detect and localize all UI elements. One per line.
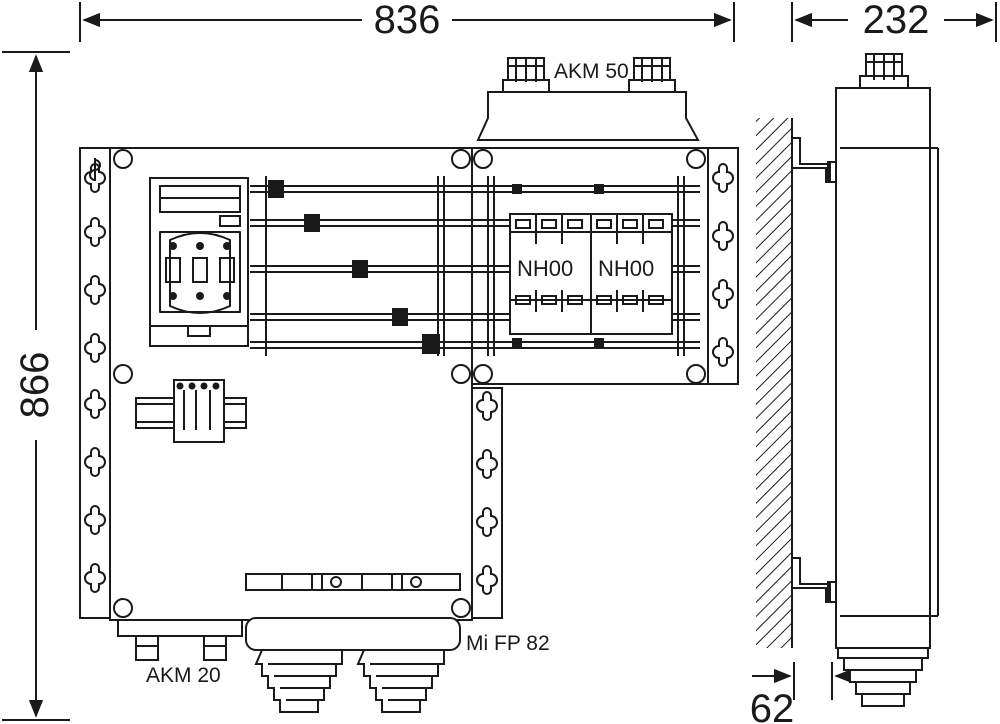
switch-disconnector [149, 177, 249, 347]
keyhole-slot [84, 163, 106, 193]
entry-flange-label: Mi FP 82 [466, 632, 550, 655]
fuse-label-1: NH00 [517, 256, 573, 281]
height-dimension-label: 866 [13, 352, 57, 419]
keyhole-slot [84, 275, 106, 305]
busbar-clamps [268, 180, 604, 354]
bottom-flange-entries [245, 617, 461, 713]
surge-protector-din-rail [135, 379, 247, 443]
keyhole-slot [476, 507, 498, 537]
keyhole-slot [476, 449, 498, 479]
keyhole-slot [712, 163, 734, 193]
keyhole-slot [476, 391, 498, 421]
top-cable-glands [502, 57, 676, 93]
keyhole-slot [84, 447, 106, 477]
keyhole-slot [84, 389, 106, 419]
bottom-gland-plate [117, 619, 243, 661]
keyhole-slot [84, 333, 106, 363]
fuse-label-2: NH00 [598, 256, 654, 281]
keyhole-slot [712, 337, 734, 367]
wall-offset-dimension-label: 62 [750, 687, 795, 724]
width-dimension-label: 836 [374, 0, 441, 42]
wall-hatching [756, 118, 793, 648]
side-view-enclosure [792, 87, 939, 649]
width-dimension [79, 2, 735, 42]
height-dimension [2, 51, 70, 721]
side-bottom-entry [837, 647, 929, 707]
bottom-gland-label: AKM 20 [146, 664, 221, 687]
keyhole-slot [712, 279, 734, 309]
depth-dimension-label: 232 [863, 0, 930, 42]
keyhole-slot [712, 221, 734, 251]
keyhole-slot [476, 565, 498, 595]
nh00-fuse-bases [509, 213, 673, 335]
keyhole-slot [84, 217, 106, 247]
keyhole-slot [84, 505, 106, 535]
terminal-rail [245, 573, 461, 591]
mounting-slots [84, 163, 734, 595]
keyhole-slot [84, 563, 106, 593]
side-top-gland [859, 53, 909, 89]
depth-dimension [791, 2, 997, 42]
top-gland-label: AKM 50 [554, 60, 629, 83]
